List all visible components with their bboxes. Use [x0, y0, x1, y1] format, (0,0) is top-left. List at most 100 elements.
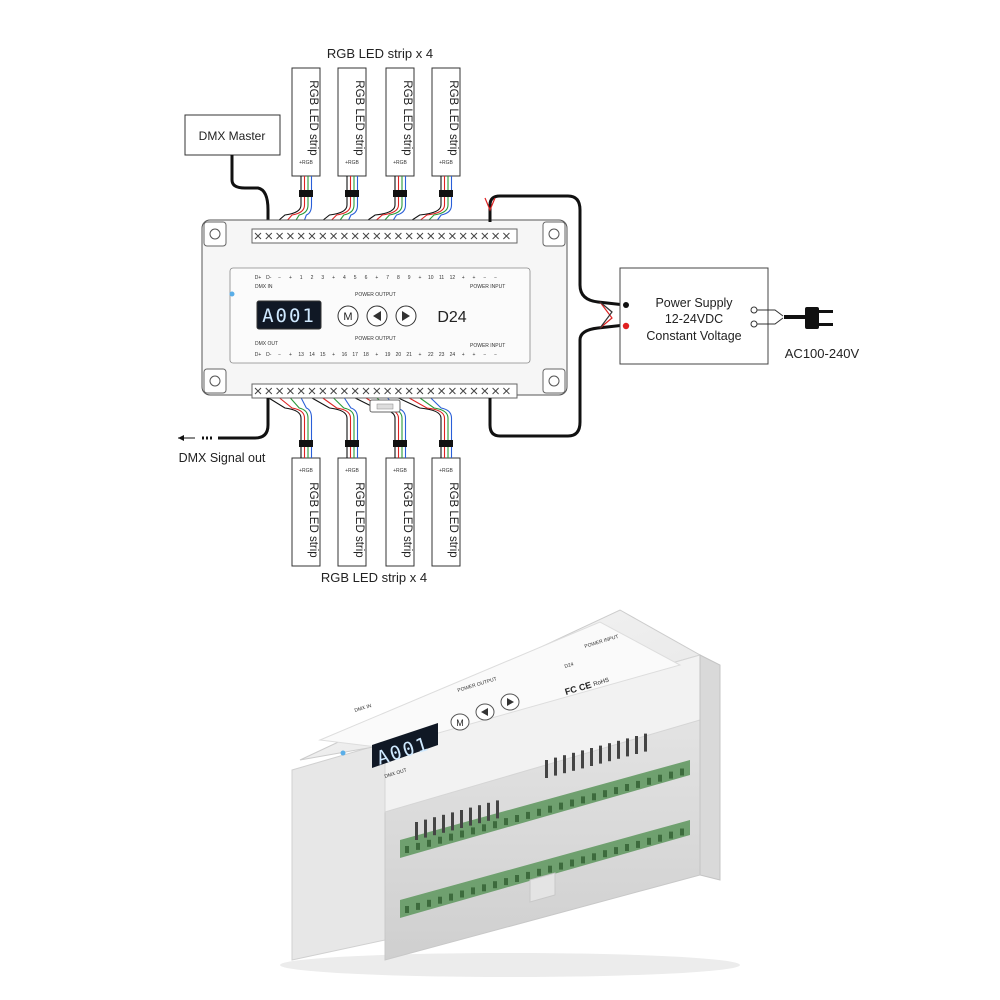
terminal-slot — [570, 799, 574, 807]
terminal-slot — [416, 842, 420, 850]
terminal-slot — [603, 790, 607, 798]
pin-label: 18 — [363, 352, 369, 358]
power-output-bottom-label: POWER OUTPUT — [355, 336, 396, 342]
power-supply-box: Power Supply 12-24VDC Constant Voltage — [619, 267, 769, 365]
pin-label: − — [494, 275, 497, 281]
pin-label: + — [289, 275, 292, 281]
strip-pin-label: +RGB — [299, 468, 313, 474]
led-strip-label: RGB LED strip — [447, 482, 459, 557]
terminal-slot — [581, 856, 585, 864]
bottom-strip-group-label: RGB LED strip x 4 — [321, 570, 427, 585]
terminal-screw — [416, 387, 424, 395]
m-button[interactable] — [337, 305, 359, 327]
terminal-screw — [330, 387, 337, 395]
terminal-screw — [276, 387, 283, 395]
pin-label: − — [278, 275, 281, 281]
terminal-slot — [614, 847, 618, 855]
led-strip: RGB LED strip+RGB — [398, 67, 461, 230]
vent-slot — [563, 755, 566, 774]
vent-slot — [554, 757, 557, 776]
terminal-slot — [658, 834, 662, 842]
terminal-slot — [427, 839, 431, 847]
left-arrow-icon — [373, 311, 381, 321]
vent-slot — [424, 819, 427, 838]
pin-label: D+ — [255, 275, 262, 281]
m-button-label: M — [343, 311, 352, 323]
vent-slot — [442, 814, 445, 833]
led-strip: RGB LED strip +RGB — [398, 397, 461, 567]
terminal-screw — [459, 387, 467, 395]
terminal-screw — [416, 232, 424, 240]
pin-label: − — [278, 352, 281, 358]
terminal-screw — [395, 387, 402, 395]
terminal-screw — [308, 232, 316, 240]
strip-pin-label: +RGB — [439, 468, 453, 474]
pin-label: 9 — [408, 275, 411, 281]
terminal-screw — [438, 232, 445, 240]
pin-label: + — [289, 352, 292, 358]
terminal-screw — [395, 232, 402, 240]
power-supply-line1: Power Supply — [655, 296, 733, 310]
strip-pin-label: +RGB — [299, 160, 313, 166]
pin-label: 16 — [342, 352, 348, 358]
dmx-master-box: DMX Master — [184, 114, 281, 156]
terminal-slot — [625, 784, 629, 791]
power-input-bottom-label: POWER INPUT — [470, 343, 505, 349]
terminal-slot — [460, 830, 464, 838]
pin-label: − — [494, 352, 497, 358]
led-strip-label: RGB LED strip — [353, 80, 365, 155]
photo-dmx-in-label: DMX IN — [354, 703, 373, 714]
led-strip-label: RGB LED strip — [307, 80, 319, 155]
dmx-out-cable — [218, 398, 270, 440]
led-strip-label: RGB LED strip — [401, 80, 413, 155]
pin-label: + — [419, 352, 422, 358]
terminal-slot — [427, 899, 431, 907]
led-strip: RGB LED strip+RGB — [311, 67, 367, 230]
terminal-slot — [471, 887, 475, 895]
terminal-screw — [351, 232, 359, 240]
terminal-screw — [319, 232, 327, 240]
pin-label: 6 — [365, 275, 368, 281]
vent-slot — [415, 822, 418, 840]
terminal-slot — [482, 884, 486, 892]
dmx-signal-out-label: DMX Signal out — [179, 451, 266, 465]
photo-cert-ce: CE — [578, 680, 593, 693]
pin-label: + — [419, 275, 422, 281]
terminal-screw — [459, 232, 467, 240]
terminal-slot — [504, 878, 508, 886]
pin-label: 20 — [396, 352, 402, 358]
terminal-screw — [384, 387, 391, 395]
terminal-slot — [570, 859, 574, 867]
dmx-out-label: DMX OUT — [255, 341, 278, 347]
terminal-screw — [438, 387, 445, 395]
terminal-screw — [373, 387, 381, 395]
pin-label: + — [332, 352, 335, 358]
bottom-terminal-block — [251, 383, 518, 399]
pin-label: 23 — [439, 352, 445, 358]
terminal-screw — [503, 387, 510, 395]
pin-label: 1 — [300, 275, 303, 281]
pin-label: + — [473, 275, 476, 281]
terminal-screw — [405, 232, 413, 240]
vent-slot — [626, 738, 629, 757]
led-strip: RGB LED strip +RGB — [268, 67, 321, 230]
power-cable-bottom — [488, 323, 626, 438]
terminal-slot — [515, 875, 519, 882]
terminal-screw — [351, 387, 359, 395]
terminal-screw — [373, 232, 381, 240]
terminal-screw — [265, 387, 273, 395]
mains-label: AC100-240V — [785, 346, 860, 361]
terminal-screw — [265, 232, 273, 240]
led-strip-label: RGB LED strip — [307, 482, 319, 557]
terminal-slot — [493, 881, 497, 889]
photo-model-label: D24 — [564, 661, 575, 669]
vent-slot — [496, 800, 499, 819]
vent-slot — [545, 760, 548, 778]
dmx-master-label: DMX Master — [199, 129, 266, 143]
terminal-screw — [492, 232, 499, 240]
terminal-screw — [427, 387, 435, 395]
terminal-screw — [341, 232, 348, 240]
pin-label: + — [375, 352, 378, 358]
